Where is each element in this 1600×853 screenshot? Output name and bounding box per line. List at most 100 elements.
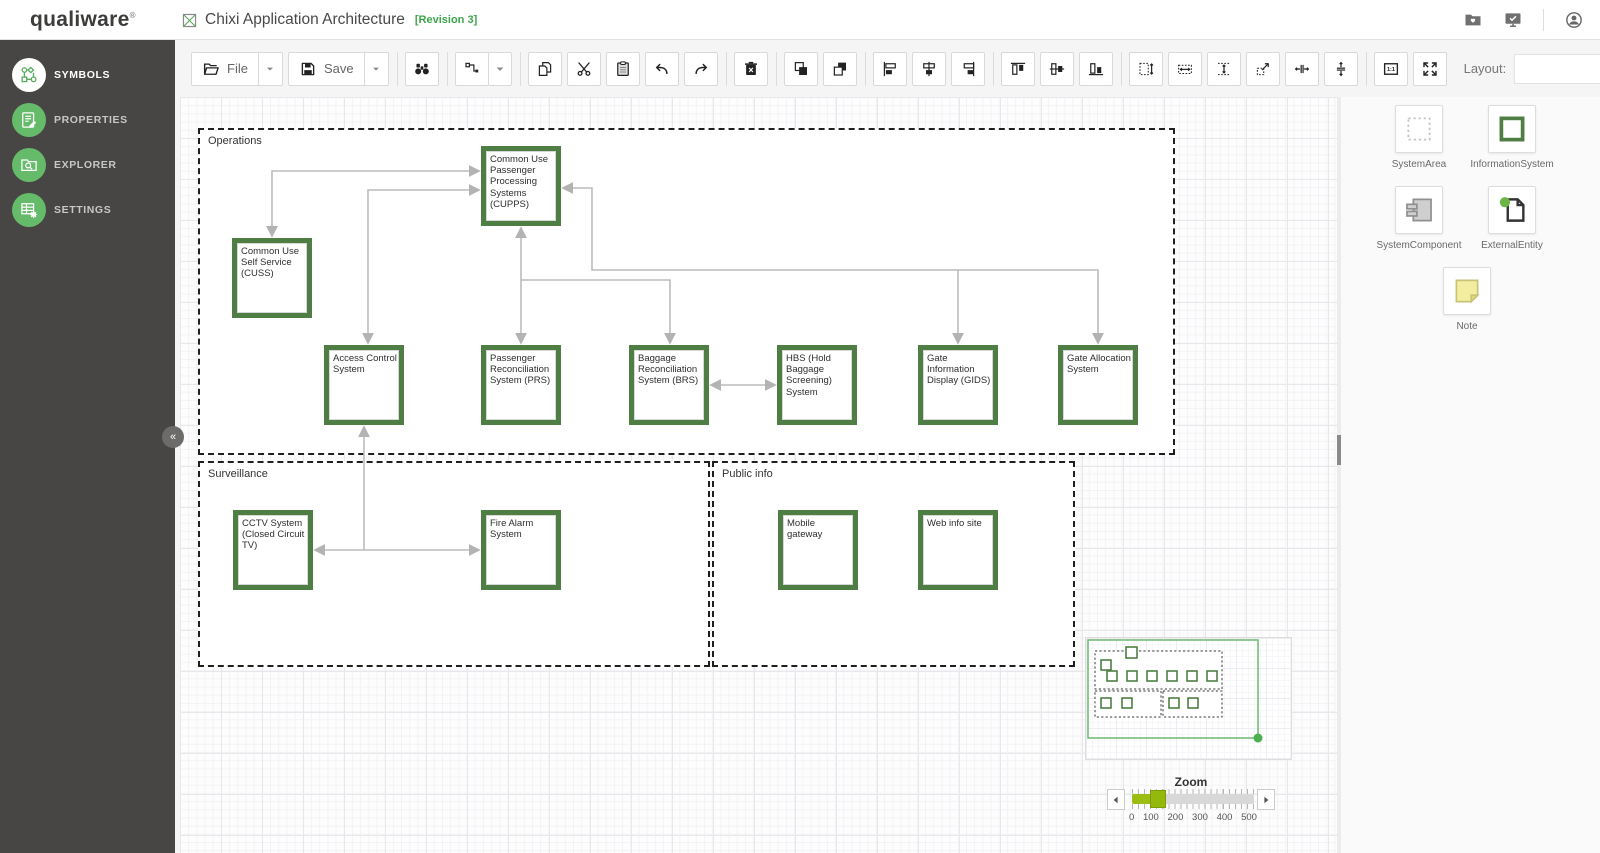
match-width-button[interactable] bbox=[1168, 52, 1202, 86]
diagram-canvas[interactable]: OperationsSurveillancePublic info Common… bbox=[180, 97, 1337, 853]
sidebar-item-properties[interactable]: PROPERTIES bbox=[0, 103, 175, 137]
node-brs[interactable]: Baggage Reconciliation System (BRS) bbox=[629, 345, 709, 425]
document-title-bar: Chixi Application Architecture [Revision… bbox=[181, 0, 477, 40]
note-icon[interactable] bbox=[1443, 267, 1491, 315]
connector-caret-button[interactable] bbox=[488, 52, 512, 86]
panel-splitter[interactable] bbox=[1337, 97, 1341, 853]
page-title: Chixi Application Architecture bbox=[205, 11, 405, 29]
align-left-button[interactable] bbox=[873, 52, 907, 86]
edge-acs-cupps[interactable] bbox=[368, 190, 479, 343]
edge-gas-cupps[interactable] bbox=[563, 188, 1098, 343]
palette-item-systemcomponent: SystemComponent bbox=[1371, 186, 1467, 251]
layout-select[interactable] bbox=[1514, 54, 1600, 84]
toolbar-separator bbox=[726, 52, 727, 86]
distribute-horizontal-button[interactable] bbox=[1285, 52, 1319, 86]
align-right-button[interactable] bbox=[951, 52, 985, 86]
node-gids[interactable]: Gate Information Display (GIDS) bbox=[918, 345, 998, 425]
file-button-label: File bbox=[227, 61, 248, 76]
copy-button[interactable] bbox=[528, 52, 562, 86]
file-caret-button[interactable] bbox=[259, 52, 283, 86]
informationsystem-icon[interactable] bbox=[1488, 105, 1536, 153]
toolbar-separator bbox=[1366, 52, 1367, 86]
node-web[interactable]: Web info site bbox=[918, 510, 998, 590]
palette-item-systemarea: SystemArea bbox=[1371, 105, 1467, 170]
sidebar-item-settings[interactable]: SETTINGS bbox=[0, 193, 175, 227]
find-button[interactable] bbox=[405, 52, 439, 86]
edge-cuss-cupps[interactable] bbox=[272, 171, 479, 236]
zoom-in-button[interactable] bbox=[1257, 789, 1275, 810]
toolbar-separator bbox=[865, 52, 866, 86]
zoom-label: Zoom bbox=[1105, 775, 1277, 789]
toolbar-separator bbox=[447, 52, 448, 86]
favorites-folder-icon[interactable] bbox=[1463, 10, 1483, 30]
toolbar-separator bbox=[520, 52, 521, 86]
shape-palette: SystemAreaInformationSystemSystemCompone… bbox=[1341, 97, 1600, 853]
paste-button[interactable] bbox=[606, 52, 640, 86]
zoom-tick-label: 200 bbox=[1168, 812, 1184, 823]
palette-item-label: SystemArea bbox=[1371, 159, 1467, 170]
properties-icon bbox=[12, 103, 46, 137]
save-caret-button[interactable] bbox=[365, 52, 389, 86]
edge-cupps-brs[interactable] bbox=[521, 280, 670, 343]
distribute-vertical-button[interactable] bbox=[1324, 52, 1358, 86]
align-bottom-button[interactable] bbox=[1079, 52, 1113, 86]
node-gas[interactable]: Gate Allocation System bbox=[1058, 345, 1138, 425]
bring-to-front-button[interactable] bbox=[784, 52, 818, 86]
match-height-button[interactable] bbox=[1129, 52, 1163, 86]
send-to-back-button[interactable] bbox=[823, 52, 857, 86]
file-button[interactable]: File bbox=[191, 52, 259, 86]
resize-button[interactable] bbox=[1246, 52, 1280, 86]
systemarea-icon[interactable] bbox=[1395, 105, 1443, 153]
palette-item-externalentity: ExternalEntity bbox=[1464, 186, 1560, 251]
zoom-slider-handle[interactable] bbox=[1150, 790, 1166, 808]
align-center-button[interactable] bbox=[912, 52, 946, 86]
node-hbs[interactable]: HBS (Hold Baggage Screening) System bbox=[777, 345, 857, 425]
palette-item-informationsystem: InformationSystem bbox=[1464, 105, 1560, 170]
explorer-icon bbox=[12, 148, 46, 182]
undo-button[interactable] bbox=[645, 52, 679, 86]
systemcomponent-icon[interactable] bbox=[1395, 186, 1443, 234]
qualiware-logo[interactable]: qualiware® bbox=[30, 8, 136, 32]
sidebar-item-label: PROPERTIES bbox=[54, 114, 128, 126]
header-divider bbox=[1543, 9, 1544, 31]
palette-item-label: Note bbox=[1419, 321, 1515, 332]
registered-mark: ® bbox=[130, 11, 136, 20]
publish-display-icon[interactable] bbox=[1503, 10, 1523, 30]
node-prs[interactable]: Passenger Reconciliation System (PRS) bbox=[481, 345, 561, 425]
node-acs[interactable]: Access Control System bbox=[324, 345, 404, 425]
save-split-button: Save bbox=[288, 52, 389, 86]
minimap[interactable] bbox=[1085, 637, 1292, 760]
externalentity-icon[interactable] bbox=[1488, 186, 1536, 234]
align-middle-button[interactable] bbox=[1040, 52, 1074, 86]
sidebar-item-label: SYMBOLS bbox=[54, 69, 110, 81]
zoom-control: Zoom 0100200300400500 bbox=[1105, 775, 1277, 831]
fit-to-screen-button[interactable] bbox=[1413, 52, 1447, 86]
delete-button[interactable] bbox=[734, 52, 768, 86]
node-cctv[interactable]: CCTV System (Closed Circuit TV) bbox=[233, 510, 313, 590]
sidebar-item-symbols[interactable]: SYMBOLS bbox=[0, 58, 175, 92]
revision-badge: [Revision 3] bbox=[415, 14, 477, 26]
node-cupps[interactable]: Common Use Passenger Processing Systems … bbox=[481, 146, 561, 226]
fit-height-button[interactable] bbox=[1207, 52, 1241, 86]
splitter-grip[interactable] bbox=[1337, 435, 1341, 465]
redo-button[interactable] bbox=[684, 52, 718, 86]
cut-button[interactable] bbox=[567, 52, 601, 86]
node-cuss[interactable]: Common Use Self Service (CUSS) bbox=[232, 238, 312, 318]
toolbar-separator bbox=[1121, 52, 1122, 86]
save-button-label: Save bbox=[324, 61, 354, 76]
save-button[interactable]: Save bbox=[288, 52, 365, 86]
canvas-gutter bbox=[175, 97, 180, 853]
actual-size-button[interactable]: 1:1 bbox=[1374, 52, 1408, 86]
zoom-out-button[interactable] bbox=[1107, 789, 1125, 810]
align-top-button[interactable] bbox=[1001, 52, 1035, 86]
collapse-sidebar-button[interactable]: « bbox=[162, 426, 184, 448]
account-icon[interactable] bbox=[1564, 10, 1584, 30]
sidebar-item-explorer[interactable]: EXPLORER bbox=[0, 148, 175, 182]
node-fire[interactable]: Fire Alarm System bbox=[481, 510, 561, 590]
minimap-viewport-handle[interactable] bbox=[1254, 734, 1263, 743]
symbols-icon bbox=[12, 58, 46, 92]
connector-button[interactable] bbox=[455, 52, 489, 86]
palette-item-label: ExternalEntity bbox=[1464, 240, 1560, 251]
node-mob[interactable]: Mobile gateway bbox=[778, 510, 858, 590]
